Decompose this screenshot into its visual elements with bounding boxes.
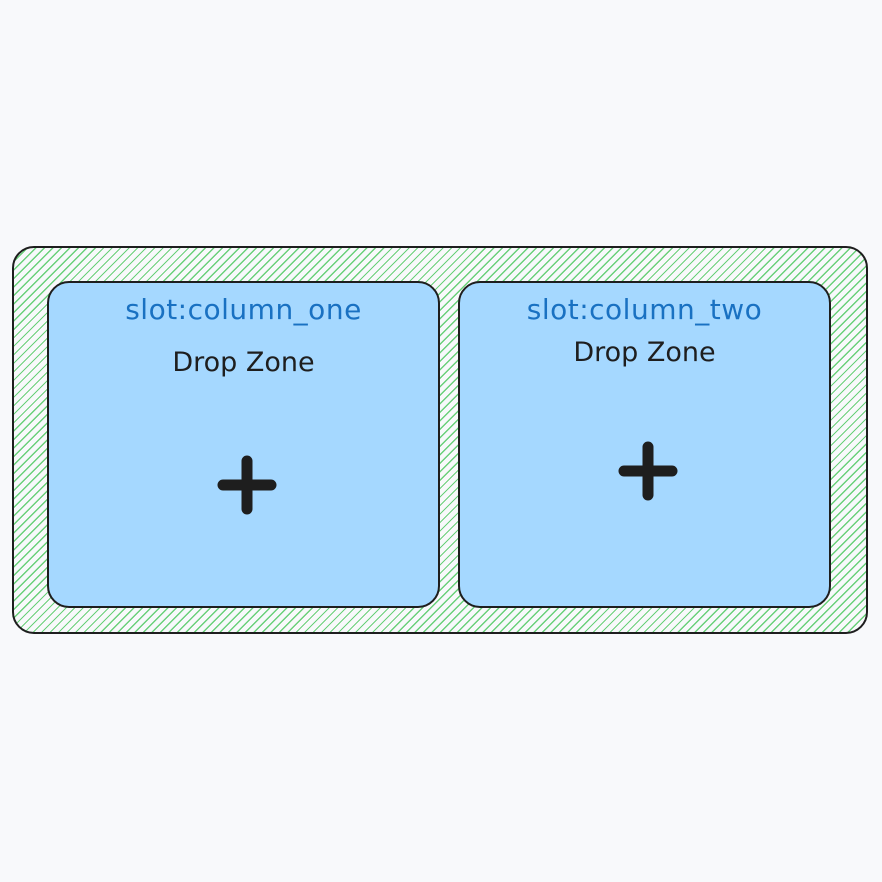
- plus-icon: [618, 441, 678, 501]
- column-two-add-button[interactable]: [616, 439, 680, 503]
- column-two-drop-zone[interactable]: slot:column_two Drop Zone: [458, 281, 831, 608]
- plus-icon: [217, 455, 277, 515]
- column-one-drop-zone[interactable]: slot:column_one Drop Zone: [47, 281, 440, 608]
- column-one-add-button[interactable]: [215, 453, 279, 517]
- column-two-drop-zone-label: Drop Zone: [573, 337, 716, 368]
- column-two-slot-name: slot:column_two: [526, 293, 763, 326]
- column-one-slot-name: slot:column_one: [125, 293, 362, 326]
- column-one-drop-zone-label: Drop Zone: [172, 347, 315, 378]
